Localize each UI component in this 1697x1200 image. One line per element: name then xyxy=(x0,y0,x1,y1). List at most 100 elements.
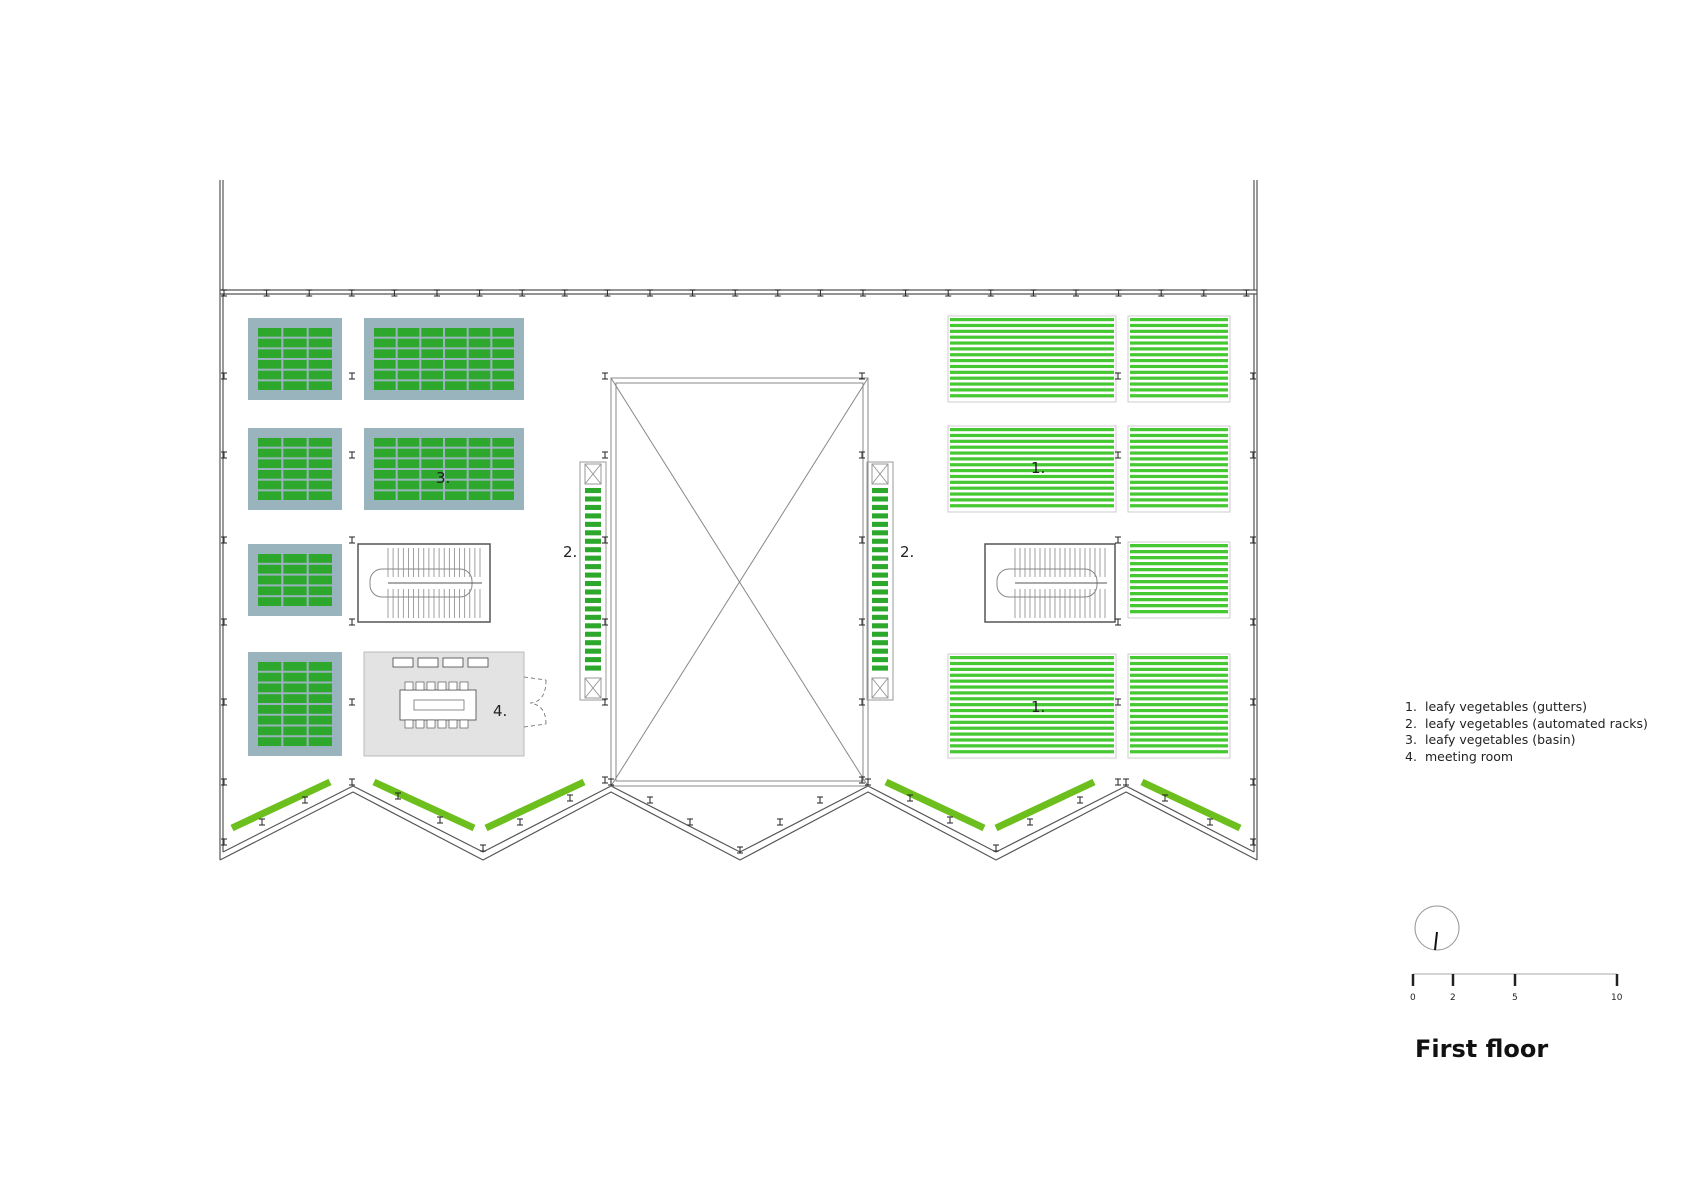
gutter-row xyxy=(1130,504,1228,508)
column-marker xyxy=(302,796,308,804)
column-marker xyxy=(647,289,653,297)
gutter-row xyxy=(950,451,1114,455)
rack-tier xyxy=(872,665,888,671)
rack-end-x xyxy=(584,677,602,699)
gutter-row xyxy=(950,364,1114,369)
basin-cell xyxy=(308,328,332,337)
basin-cell xyxy=(468,381,491,390)
basin-cell xyxy=(421,360,443,369)
rack-tier xyxy=(585,640,601,646)
basin-cell xyxy=(374,459,396,468)
basin-cell xyxy=(374,328,396,337)
basin-cell xyxy=(308,491,332,500)
rack-tier xyxy=(585,597,601,603)
basin-cell xyxy=(308,672,332,682)
column-marker xyxy=(263,289,270,297)
legend-item: 1.leafy vegetables (gutters) xyxy=(1405,699,1648,716)
scale-tick-2: 2 xyxy=(1450,993,1456,1003)
basin-cell xyxy=(468,438,491,447)
rack-tier xyxy=(872,564,888,570)
basin-cell xyxy=(468,328,491,337)
legend-num: 3. xyxy=(1405,732,1417,747)
column-marker xyxy=(865,778,871,786)
basin-cell xyxy=(283,726,307,736)
column-marker xyxy=(1250,536,1256,544)
basin-cell xyxy=(397,491,420,500)
basin-cell xyxy=(421,470,443,479)
column-marker xyxy=(859,536,865,544)
gutter-row xyxy=(1130,359,1228,363)
basin-cell xyxy=(258,438,282,447)
gutter-frame xyxy=(1127,425,1231,513)
gutter-row xyxy=(1130,685,1228,689)
gutter-row xyxy=(1130,598,1228,602)
basin-cell xyxy=(258,491,282,500)
column-marker xyxy=(517,818,523,826)
basin-cell xyxy=(283,737,307,746)
cabinet xyxy=(442,657,464,668)
column-marker xyxy=(1115,536,1121,544)
basin-beds xyxy=(248,318,524,756)
column-marker xyxy=(859,372,865,380)
basin-cell xyxy=(308,705,332,714)
gutter-row xyxy=(950,382,1114,386)
gutter-row xyxy=(1130,708,1228,713)
basin-cell xyxy=(283,360,307,369)
rack-tier xyxy=(585,589,601,595)
column-marker xyxy=(907,794,913,802)
column-marker xyxy=(774,289,781,297)
rack-tier xyxy=(872,555,888,561)
basin-cell xyxy=(468,491,491,500)
column-marker xyxy=(1123,778,1129,786)
gutter-row xyxy=(1130,382,1228,386)
rack-tier xyxy=(585,555,601,561)
gutter-row xyxy=(950,394,1114,398)
gutter-row xyxy=(950,445,1114,449)
basin-cell xyxy=(468,459,491,468)
basin-cell xyxy=(308,370,332,380)
rack-tier xyxy=(872,572,888,578)
basin-cell xyxy=(445,470,467,479)
planter-bar xyxy=(884,778,986,832)
basin-cell xyxy=(421,338,443,348)
gutter-row xyxy=(950,353,1114,357)
basin-cell xyxy=(468,370,491,380)
gutter-row xyxy=(950,738,1114,742)
column-marker xyxy=(348,289,355,297)
basin-cell xyxy=(258,683,282,693)
legend-item: 3.leafy vegetables (basin) xyxy=(1405,732,1648,749)
column-marker xyxy=(647,796,653,804)
basin-cell xyxy=(283,683,307,693)
basin-cell xyxy=(308,715,332,725)
column-marker xyxy=(567,794,573,802)
rack-tier xyxy=(872,589,888,595)
rack-tier xyxy=(585,614,601,620)
gutter-row xyxy=(950,697,1114,701)
planter-bar xyxy=(230,778,332,832)
chair xyxy=(426,719,436,729)
basin-cell xyxy=(308,338,332,348)
column-marker xyxy=(602,618,608,626)
chair xyxy=(459,681,469,691)
column-marker xyxy=(221,838,227,846)
rack-tier xyxy=(872,496,888,502)
column-marker xyxy=(1162,794,1168,802)
basin-cell xyxy=(258,480,282,490)
rack-tier xyxy=(585,538,601,544)
chair xyxy=(448,719,458,729)
column-marker xyxy=(349,698,355,706)
gutter-row xyxy=(1130,492,1228,496)
basin-cell xyxy=(258,586,282,596)
gutter-row xyxy=(1130,370,1228,374)
gutter-row xyxy=(950,656,1114,660)
column-marker xyxy=(687,818,693,826)
column-marker xyxy=(993,844,999,852)
planter-bar xyxy=(994,778,1096,832)
scale-bar xyxy=(1411,973,1619,986)
rack-tier xyxy=(585,657,601,663)
column-marker xyxy=(437,816,443,824)
basin-cell xyxy=(445,360,467,369)
column-marker xyxy=(1200,289,1207,297)
gutter-row xyxy=(1130,347,1228,351)
basin-cell xyxy=(258,328,282,337)
